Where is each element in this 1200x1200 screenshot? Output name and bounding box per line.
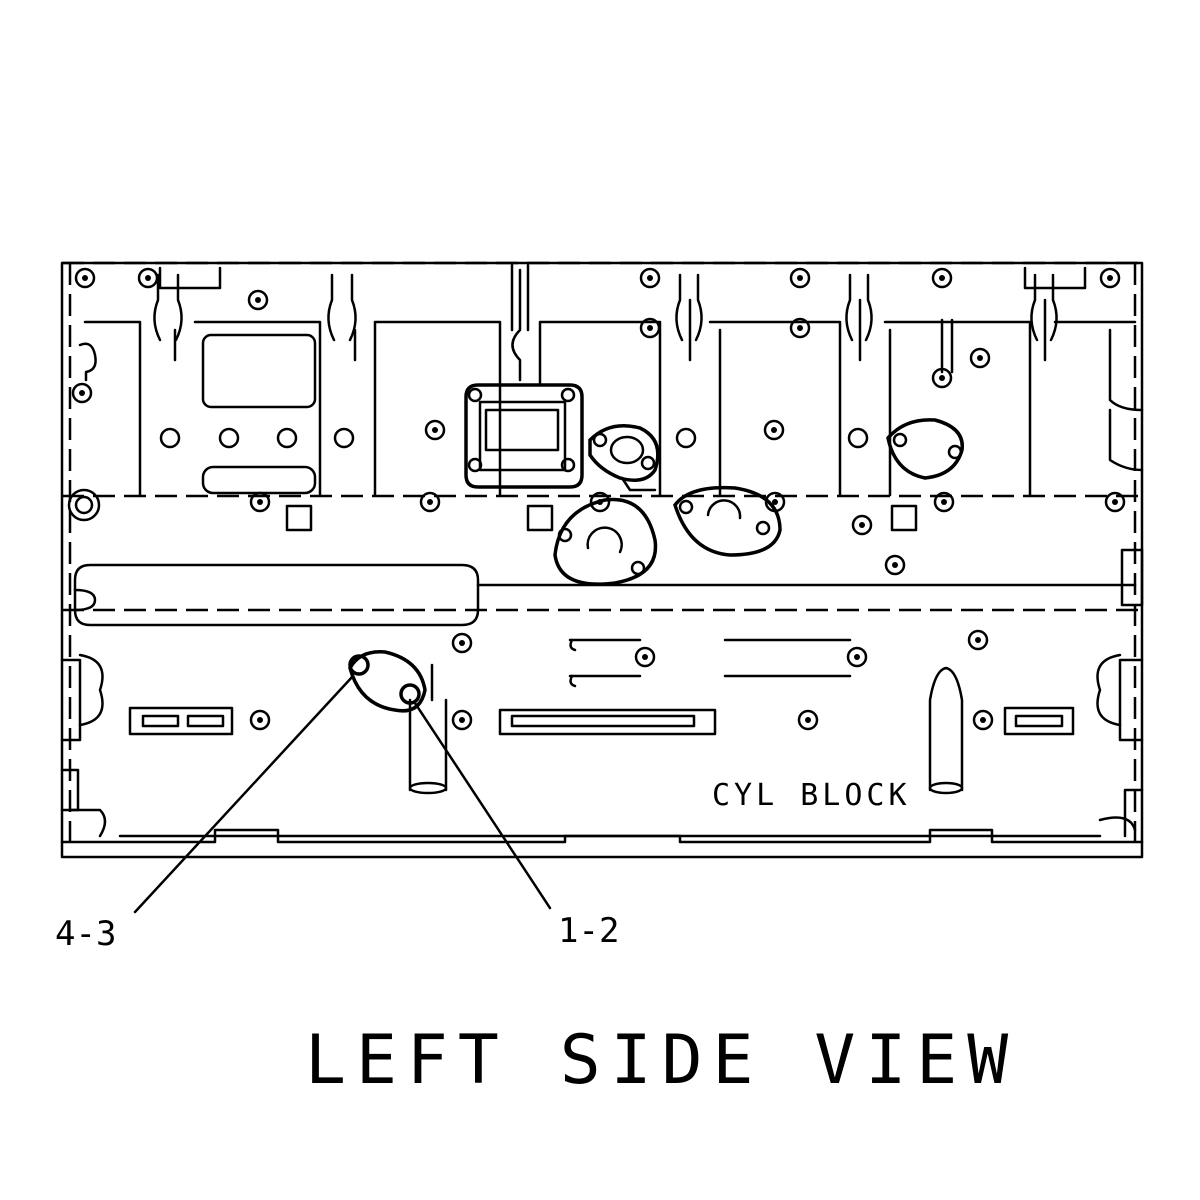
leader-line-4-3 [133, 674, 355, 914]
callout-plate [348, 650, 427, 713]
flange-plates [553, 418, 964, 586]
callout-bolts [348, 654, 421, 705]
bolt-heads [67, 267, 1126, 731]
tubes [408, 663, 964, 795]
oil-gallery [73, 563, 1137, 627]
leader-line-1-2 [413, 701, 552, 910]
right-end-details [1096, 328, 1144, 838]
slot-pads [128, 706, 1075, 736]
callout-label-4-3[interactable]: 4-3 [55, 914, 116, 954]
left-end-details [60, 342, 107, 838]
inspection-cover [464, 383, 584, 489]
block-outline [60, 261, 1144, 859]
callout-label-1-2[interactable]: 1-2 [558, 911, 619, 951]
square-plugs [285, 504, 918, 532]
view-title: LEFT SIDE VIEW [305, 1021, 1018, 1100]
rails [568, 638, 852, 688]
block-label: CYL BLOCK [712, 778, 911, 813]
upper-bays [83, 263, 1137, 497]
